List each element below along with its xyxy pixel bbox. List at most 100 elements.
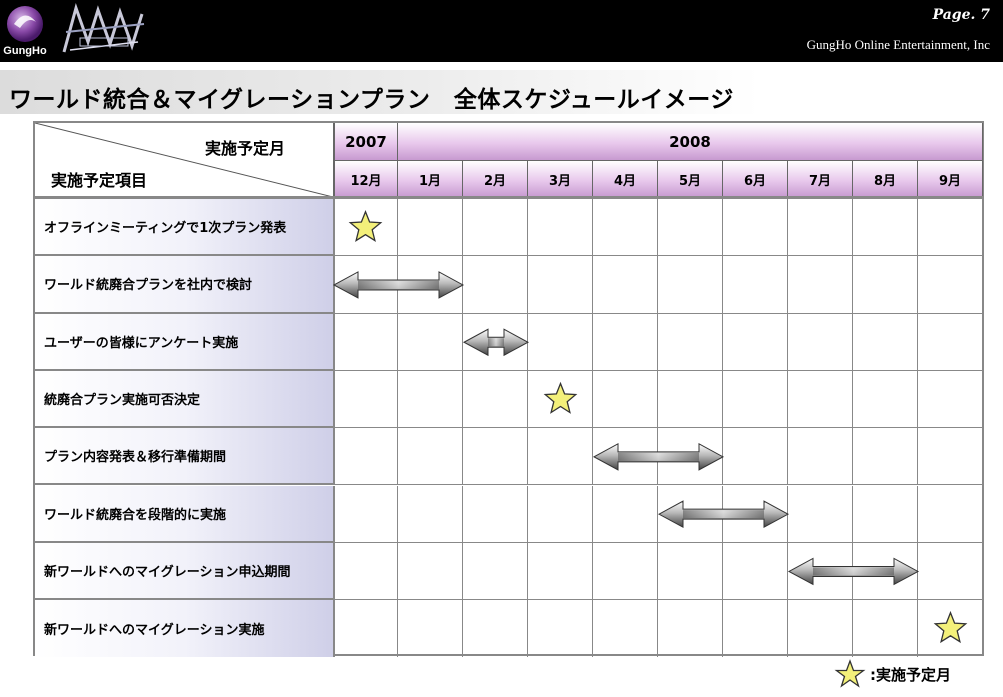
month-header: 5月 <box>658 161 723 197</box>
schedule-cell <box>333 600 398 658</box>
schedule-cell <box>528 199 593 257</box>
schedule-cell <box>723 256 788 314</box>
schedule-cell <box>398 485 463 543</box>
row-label: ユーザーの皆様にアンケート実施 <box>35 313 333 371</box>
month-header: 2月 <box>463 161 528 197</box>
schedule-cell <box>723 370 788 429</box>
schedule-cell <box>593 256 658 314</box>
month-header: 6月 <box>723 161 788 197</box>
schedule-cell <box>593 600 658 658</box>
schedule-cell <box>658 370 723 429</box>
header-item-label: 実施予定項目 <box>51 171 148 190</box>
schedule-cell <box>788 428 853 486</box>
schedule-cell <box>593 370 658 429</box>
schedule-cell <box>918 371 983 429</box>
gungho-logo: GungHo <box>3 6 47 57</box>
schedule-cell <box>918 486 983 543</box>
table-corner-header: 実施予定月 実施予定項目 <box>35 123 333 197</box>
schedule-cell <box>788 370 853 429</box>
year-header: 2008 <box>398 123 983 161</box>
schedule-cell <box>398 428 463 486</box>
corner-diagonal <box>35 123 333 197</box>
schedule-cell <box>723 199 788 257</box>
schedule-cell <box>398 600 463 658</box>
schedule-cell <box>333 428 398 486</box>
header-month-label: 実施予定月 <box>205 139 286 158</box>
row-label: ワールド統廃合を段階的に実施 <box>35 485 333 543</box>
schedule-cell <box>528 256 593 314</box>
month-header: 1月 <box>398 161 463 197</box>
schedule-cell <box>723 542 788 601</box>
arrow-shaft <box>683 510 764 519</box>
schedule-cell <box>333 485 398 543</box>
schedule-marks <box>332 209 968 644</box>
header-bar: GungHo Page. 7 GungHo Online Entertainme… <box>0 0 1003 62</box>
schedule-cell <box>918 256 983 314</box>
schedule-cell <box>528 313 593 371</box>
schedule-cell <box>918 314 983 371</box>
row-label: プラン内容発表＆移行準備期間 <box>35 428 333 486</box>
month-header: 3月 <box>528 161 593 197</box>
schedule-cell <box>853 600 918 658</box>
schedule-cell <box>463 600 528 658</box>
schedule-cell <box>593 542 658 601</box>
title-bar <box>0 70 760 114</box>
arrow-shaft <box>813 567 894 576</box>
schedule-cell <box>658 199 723 257</box>
month-header: 8月 <box>853 161 918 197</box>
schedule-cell <box>528 370 593 429</box>
schedule-cell <box>788 600 853 658</box>
schedule-cell <box>788 313 853 371</box>
schedule-cell <box>463 428 528 486</box>
schedule-cell <box>658 256 723 314</box>
ragnarok-logo <box>62 2 145 53</box>
schedule-cell <box>853 313 918 371</box>
schedule-cell <box>723 428 788 486</box>
month-header: 9月 <box>918 161 983 197</box>
header-divider <box>35 196 983 199</box>
row-label: ワールド統廃合プランを社内で検討 <box>35 256 333 314</box>
schedule-cell <box>398 370 463 429</box>
schedule-cell <box>333 199 398 257</box>
legend: :実施予定月 <box>834 659 1003 689</box>
schedule-cell <box>788 485 853 543</box>
schedule-cell <box>463 485 528 543</box>
schedule-cell <box>853 370 918 429</box>
page-number: Page. 7 <box>932 7 990 23</box>
schedule-cell <box>398 199 463 257</box>
star-icon <box>933 610 968 644</box>
schedule-cell <box>528 542 593 601</box>
star-icon <box>834 659 866 688</box>
company-name: GungHo Online Entertainment, Inc <box>806 37 990 52</box>
schedule-cell <box>398 542 463 601</box>
schedule-cell <box>853 199 918 257</box>
arrow-shaft <box>618 452 699 461</box>
gungho-logo-text: GungHo <box>3 45 47 57</box>
schedule-cell <box>853 485 918 543</box>
schedule-cell <box>463 370 528 429</box>
page-title: ワールド統合＆マイグレーションプラン 全体スケジュールイメージ <box>9 87 734 113</box>
arrow-shaft <box>488 338 504 347</box>
schedule-cell <box>593 485 658 543</box>
schedule-cell <box>333 313 398 371</box>
schedule-cell <box>918 543 983 601</box>
schedule-cell <box>463 199 528 257</box>
schedule-cell <box>463 256 528 314</box>
schedule-cell <box>528 485 593 543</box>
row-label: 統廃合プラン実施可否決定 <box>35 370 333 429</box>
arrow-shaft <box>358 280 439 289</box>
star-icon <box>348 209 383 243</box>
schedule-cell <box>593 199 658 257</box>
legend-label: :実施予定月 <box>870 666 951 684</box>
month-header: 12月 <box>333 161 398 197</box>
schedule-cell <box>333 370 398 429</box>
schedule-cell <box>853 256 918 314</box>
month-header: 4月 <box>593 161 658 197</box>
schedule-cell <box>723 313 788 371</box>
star-icon <box>543 381 578 414</box>
schedule-cell <box>528 428 593 486</box>
schedule-cell <box>788 199 853 257</box>
schedule-cell <box>918 199 983 257</box>
schedule-cell <box>658 542 723 601</box>
